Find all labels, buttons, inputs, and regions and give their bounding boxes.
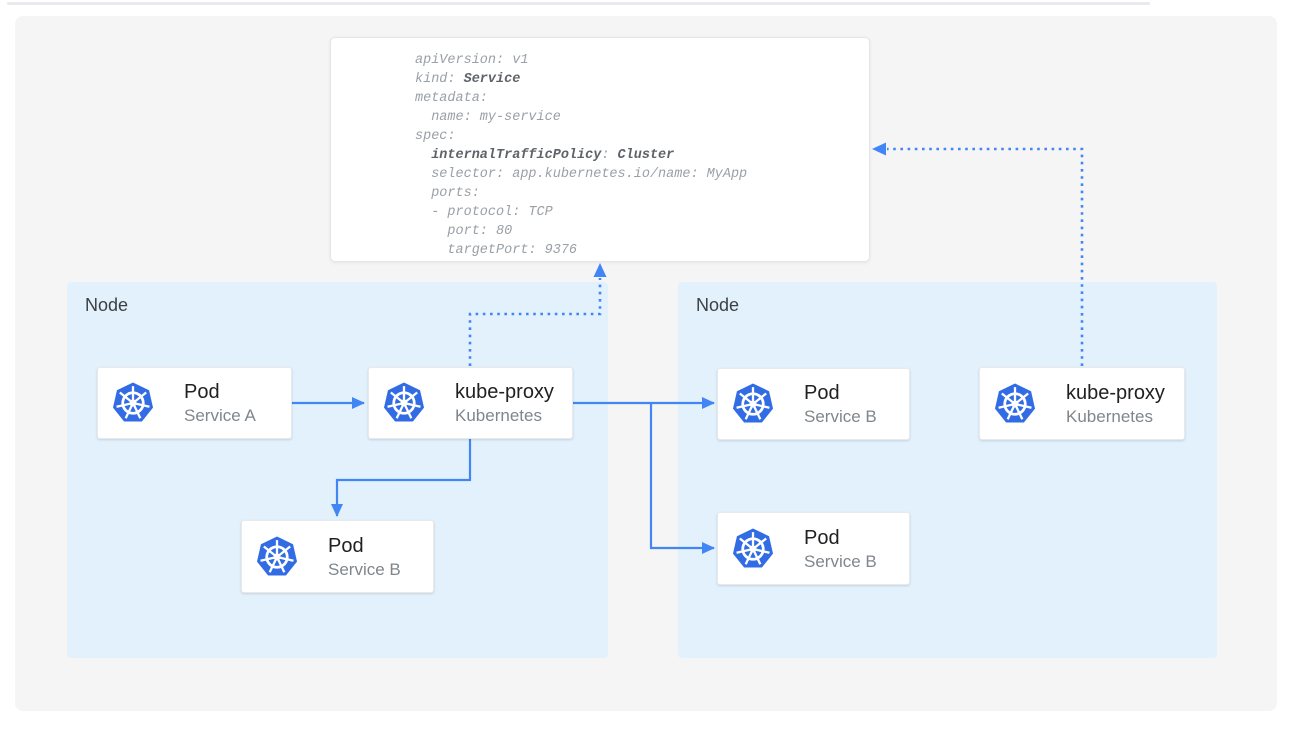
top-divider-line (7, 2, 1150, 5)
yaml-code-block: apiVersion: v1 kind: Service metadata: nam… (415, 51, 747, 260)
kubernetes-helm-icon (731, 526, 775, 572)
card-subtitle: Service B (328, 559, 401, 579)
node-box-left: Node (67, 282, 608, 658)
yaml-line: kind: Service (415, 72, 521, 87)
kubernetes-helm-icon (111, 380, 155, 426)
card-subtitle: Kubernetes (1066, 406, 1153, 426)
card-title: Pod (804, 526, 840, 549)
card-subtitle: Service A (184, 406, 256, 425)
card-title: Pod (804, 382, 840, 404)
card-title: kube-proxy (455, 381, 554, 403)
kubernetes-helm-icon (993, 381, 1037, 427)
yaml-line: selector: app.kubernetes.io/name: MyApp (415, 167, 748, 182)
yaml-line: spec: (415, 129, 456, 144)
card-subtitle: Service B (804, 407, 877, 426)
yaml-line: ports: (415, 186, 480, 201)
pod-service-b-left-card: Pod Service B (241, 520, 434, 593)
node-label: Node (85, 295, 129, 315)
card-title: Pod (184, 381, 220, 403)
pod-service-a-card: Pod Service A (97, 367, 292, 439)
yaml-line: apiVersion: v1 (415, 53, 529, 68)
kube-proxy-left-card: kube-proxy Kubernetes (368, 367, 573, 439)
yaml-line: name: my-service (415, 110, 561, 125)
node-box-right: Node (678, 282, 1217, 658)
pod-service-b-right-top-card: Pod Service B (717, 368, 910, 440)
yaml-line: metadata: (415, 91, 488, 106)
service-yaml-card: apiVersion: v1 kind: Service metadata: nam… (330, 37, 870, 262)
yaml-line: targetPort: 9376 (415, 243, 578, 258)
pod-service-b-right-bottom-card: Pod Service B (717, 512, 910, 585)
kubernetes-helm-icon (382, 380, 426, 426)
card-title: kube-proxy (1066, 381, 1165, 404)
card-subtitle: Service B (804, 551, 877, 571)
yaml-line: port: 80 (415, 224, 513, 239)
yaml-line: - protocol: TCP (415, 205, 553, 220)
kubernetes-helm-icon (731, 381, 775, 427)
yaml-line: internalTrafficPolicy: Cluster (431, 148, 675, 163)
node-label: Node (696, 295, 740, 315)
card-subtitle: Kubernetes (455, 406, 542, 425)
kubernetes-helm-icon (255, 534, 299, 580)
card-title: Pod (328, 534, 364, 557)
kube-proxy-right-card: kube-proxy Kubernetes (979, 367, 1185, 440)
